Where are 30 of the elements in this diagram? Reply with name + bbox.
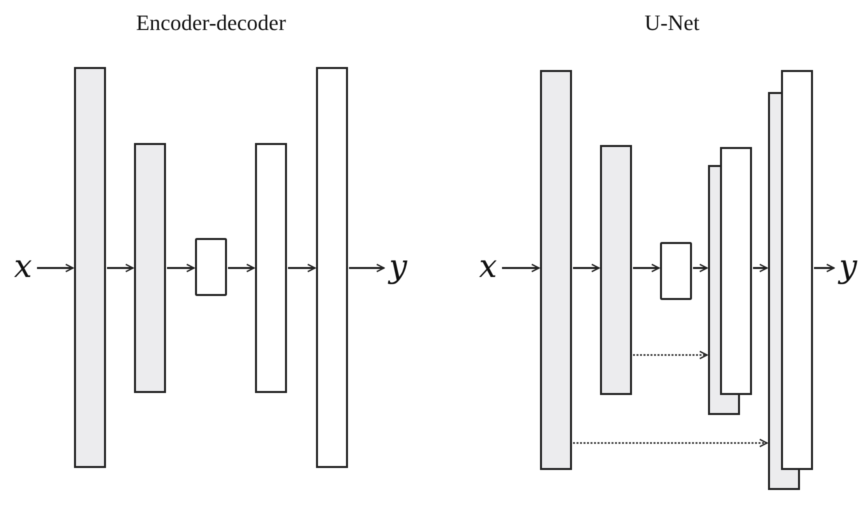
layer-bar	[255, 143, 287, 393]
math-variable: x	[475, 248, 501, 284]
bottleneck-box	[195, 238, 227, 296]
arrow	[573, 264, 600, 272]
arrow	[753, 264, 768, 272]
arrow	[693, 264, 708, 272]
layer-bar	[134, 143, 166, 393]
arrow	[633, 264, 660, 272]
diagram-heading: U-Net	[644, 10, 700, 36]
stacked-layer-bars	[768, 70, 813, 490]
arrow	[814, 264, 835, 272]
diagram-heading: Encoder-decoder	[136, 10, 286, 36]
arrow	[167, 264, 195, 272]
skip-connection-arrow	[633, 350, 708, 360]
layer-bar	[600, 145, 632, 395]
math-variable: y	[835, 248, 861, 284]
layer-bar	[74, 67, 106, 468]
stacked-layer-bars	[708, 147, 752, 415]
arrow	[502, 264, 540, 272]
bottleneck-box	[660, 242, 692, 300]
math-variable: x	[10, 248, 36, 284]
arrow	[37, 264, 74, 272]
arrow	[349, 264, 385, 272]
arrow	[288, 264, 316, 272]
arrow	[107, 264, 134, 272]
math-variable: y	[385, 248, 411, 284]
layer-bar	[540, 70, 572, 470]
arrow	[228, 264, 255, 272]
layer-bar	[316, 67, 348, 468]
skip-connection-arrow	[573, 438, 768, 448]
